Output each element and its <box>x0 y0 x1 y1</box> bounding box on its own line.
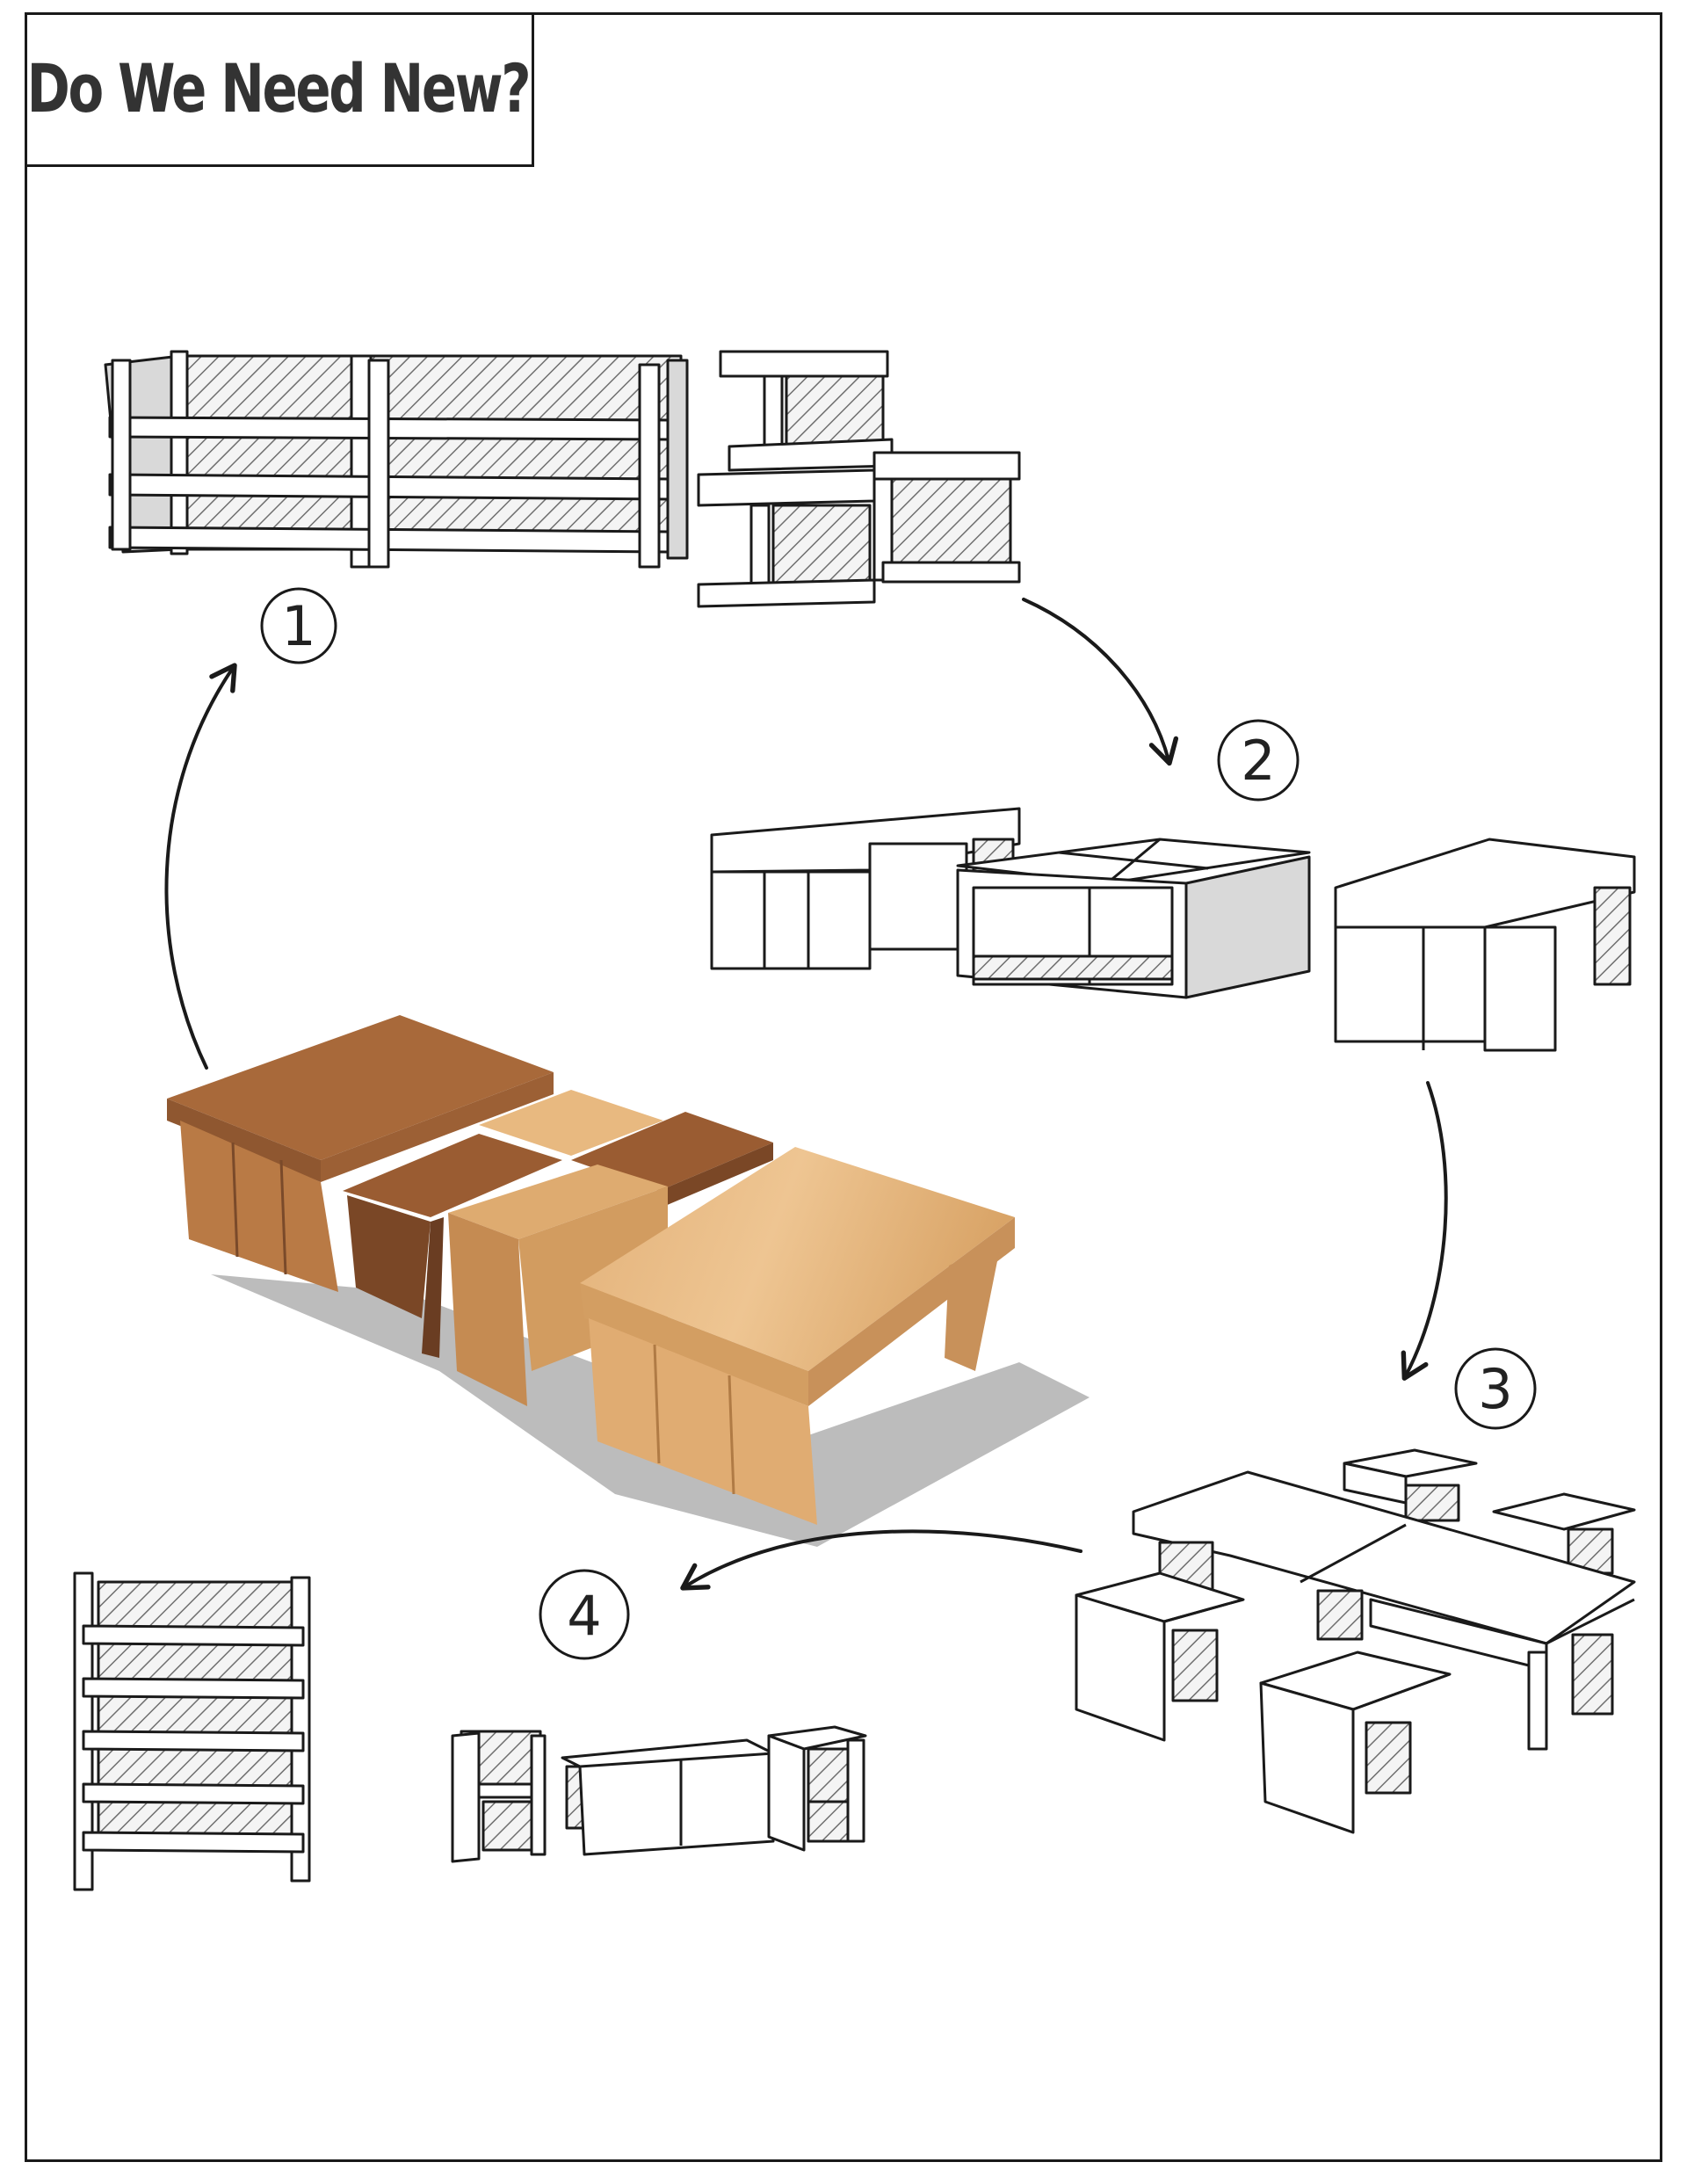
chair-left <box>451 1730 547 1863</box>
cycle-arrows <box>164 598 1448 1591</box>
page-title: Do We Need New? <box>26 49 532 127</box>
step-marker-3: 3 <box>1454 1347 1537 1430</box>
double-bookshelf <box>104 350 689 569</box>
bench-double-cube <box>561 1738 775 1856</box>
front-stool-left <box>1075 1571 1245 1742</box>
step-marker-4: 4 <box>539 1569 630 1660</box>
chair-right <box>767 1725 867 1852</box>
step-marker-1: 1 <box>260 587 337 664</box>
wooden-furniture-render <box>167 1015 1090 1547</box>
front-stool-right <box>1259 1651 1452 1834</box>
step-1-shelving <box>104 350 1021 608</box>
step-number-1: 1 <box>281 594 315 658</box>
table-right <box>1334 838 1636 1052</box>
step-number-4: 4 <box>567 1584 601 1648</box>
title-box: Do We Need New? <box>25 12 534 167</box>
tall-bookcase <box>73 1571 311 1891</box>
arrow-to-step-4 <box>680 1529 1082 1591</box>
long-tables <box>1132 1470 1636 1751</box>
stacked-cube-shelves <box>697 350 1021 608</box>
arrow-to-step-3 <box>1401 1081 1448 1381</box>
table-center-cube <box>956 838 1311 999</box>
arrow-to-step-2 <box>1022 598 1179 766</box>
step-3-tables-and-stools <box>1075 1448 1636 1834</box>
step-4-bookcase-and-chairs <box>73 1571 867 1891</box>
step-number-3: 3 <box>1478 1357 1512 1421</box>
step-marker-2: 2 <box>1217 719 1300 802</box>
step-2-tables <box>710 807 1636 1052</box>
arrow-to-step-1 <box>164 663 237 1070</box>
step-number-2: 2 <box>1241 729 1275 793</box>
